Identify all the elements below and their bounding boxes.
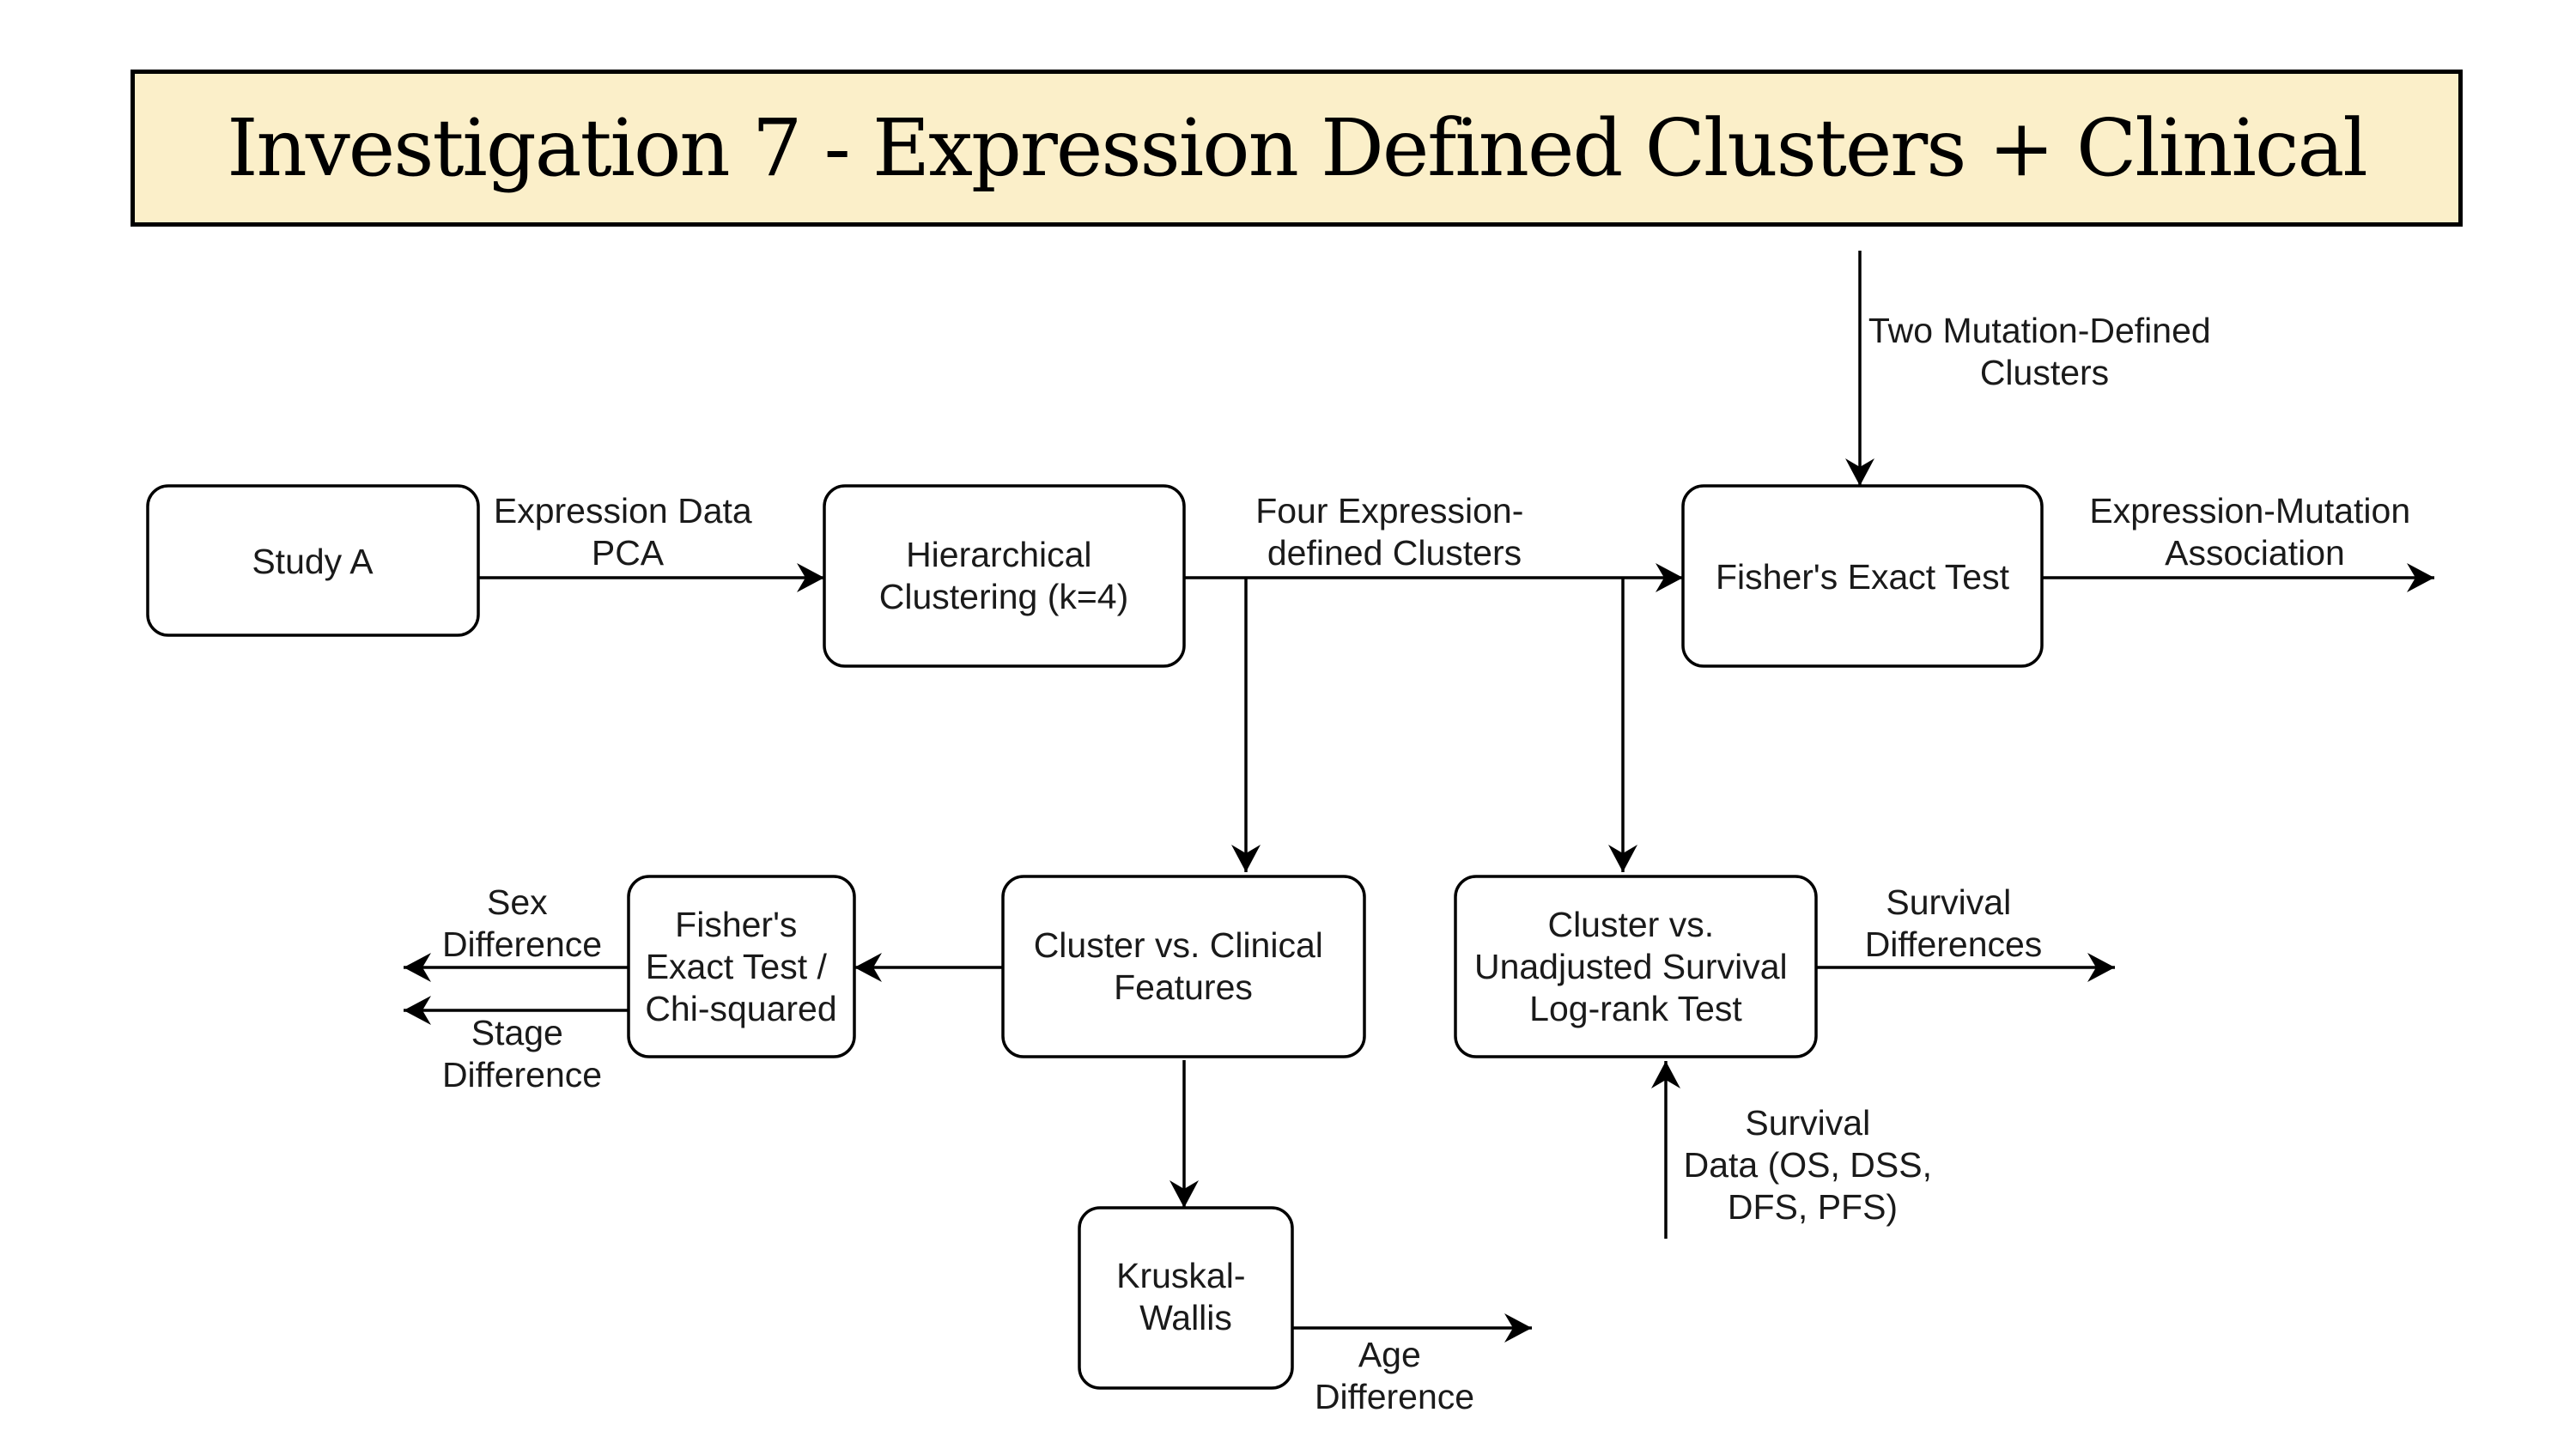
edge-label: Expression Data PCA <box>494 491 762 573</box>
arrowhead-icon <box>2087 953 2115 982</box>
arrowhead-icon <box>797 563 824 592</box>
edge-label: Two Mutation-Defined Clusters <box>1868 311 2221 392</box>
edge-label: Age Difference <box>1315 1335 1474 1416</box>
arrowhead-icon <box>404 996 431 1025</box>
node-label: Fisher's Exact Test / Chi-squared <box>645 905 836 1028</box>
arrowhead-icon <box>854 953 882 982</box>
edge-label: Four Expression- defined Clusters <box>1255 491 1534 573</box>
arrowhead-icon <box>1504 1313 1532 1343</box>
node-kruskal-wallis <box>1078 1206 1294 1390</box>
node-label: Fisher's Exact Test <box>1716 557 2010 597</box>
title-banner: Investigation 7 - Expression Defined Clu… <box>131 70 2463 227</box>
node-fisher-chi-squared <box>627 875 856 1058</box>
arrowhead-icon <box>404 953 431 982</box>
node-label: Hierarchical Clustering (k=4) <box>879 535 1129 616</box>
node-cluster-vs-survival <box>1454 875 1818 1058</box>
arrowhead-icon <box>1845 458 1874 486</box>
node-label: Study A <box>252 542 374 581</box>
node-label: Cluster vs. Unadjusted Survival Log-rank… <box>1474 905 1797 1028</box>
edge-label: Sex Difference <box>442 882 602 964</box>
arrowhead-icon <box>1656 563 1683 592</box>
edge-label: Stage Difference <box>442 1013 602 1094</box>
edge-label: Expression-Mutation Association <box>2089 491 2420 573</box>
node-fisher-exact-test <box>1681 484 2044 668</box>
connectors <box>404 251 2434 1343</box>
node-study-a <box>146 484 480 637</box>
node-label: Kruskal- Wallis <box>1116 1256 1255 1337</box>
edge-label: Survival Differences <box>1865 882 2043 964</box>
arrowhead-icon <box>1608 845 1637 872</box>
arrowhead-icon <box>1651 1061 1680 1088</box>
arrowhead-icon <box>1231 845 1261 872</box>
arrowhead-icon <box>1170 1180 1199 1208</box>
edge-labels: Expression Data PCA Four Expression- def… <box>442 311 2420 1416</box>
diagram-title: Investigation 7 - Expression Defined Clu… <box>227 102 2368 194</box>
arrowhead-icon <box>2407 563 2434 592</box>
nodes <box>146 484 2044 1390</box>
edge-label: Survival Data (OS, DSS, DFS, PFS) <box>1684 1103 1942 1227</box>
node-hierarchical-clustering <box>823 484 1186 668</box>
node-labels: Study A Hierarchical Clustering (k=4) Fi… <box>252 535 2009 1337</box>
node-cluster-vs-clinical <box>1001 875 1366 1058</box>
node-label: Cluster vs. Clinical Features <box>1034 925 1334 1007</box>
